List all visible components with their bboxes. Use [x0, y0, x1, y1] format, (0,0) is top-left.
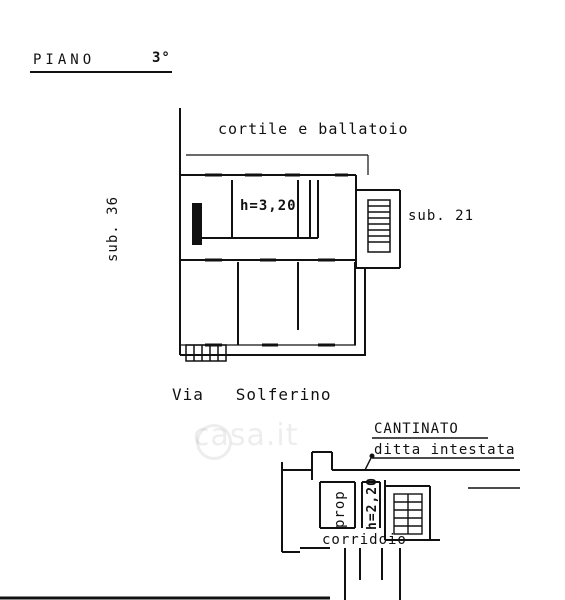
height-pointer-arrow — [364, 453, 375, 471]
room-height-label: h=3,20 — [240, 198, 297, 214]
cellar-outline — [281, 451, 520, 600]
floor-number: 3° — [152, 50, 171, 66]
house-icon — [196, 424, 232, 460]
balcony-hatch — [185, 344, 227, 362]
street-label: Via Solferino — [172, 385, 332, 404]
upper-rooms — [180, 180, 356, 261]
cellar-corridor-label: corridoio — [322, 532, 407, 548]
cellar-owner: ditta intestata — [374, 442, 516, 458]
cellar-prop-label: prop — [332, 490, 348, 528]
sub-right-label: sub. 21 — [408, 208, 475, 224]
courtyard-label: cortile e ballatoio — [218, 120, 409, 138]
staircase-right — [367, 199, 391, 253]
lower-rooms — [180, 262, 356, 346]
floor-title: PIANO — [33, 52, 96, 68]
sub-left-label: sub. 36 — [105, 195, 121, 262]
cellar-title: CANTINATO — [374, 421, 459, 437]
apartment-outline — [179, 108, 401, 356]
watermark: casa.it — [193, 418, 299, 453]
cellar-height-label: h=2,20 — [365, 477, 380, 530]
cellar-staircase — [393, 493, 423, 535]
